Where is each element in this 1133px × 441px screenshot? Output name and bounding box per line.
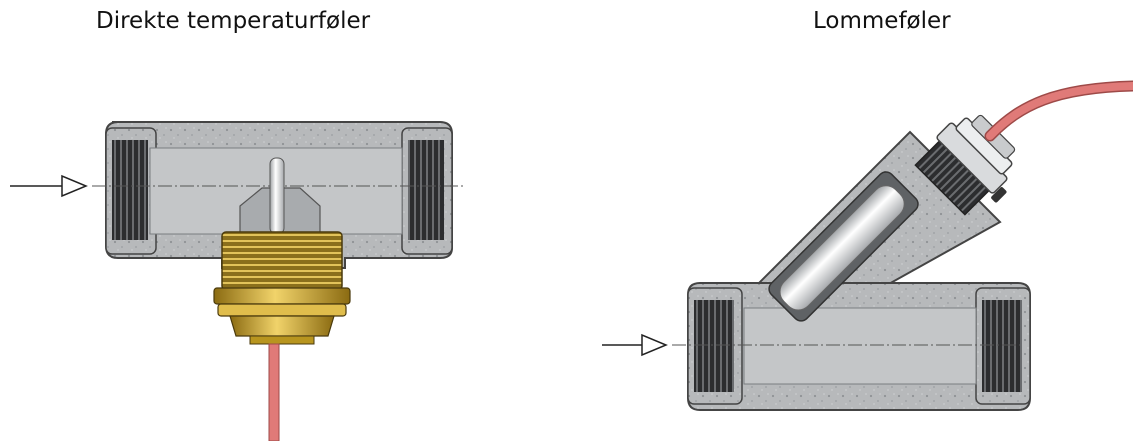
sensor-cable-core bbox=[986, 82, 1133, 140]
brass-gland bbox=[213, 231, 351, 345]
flow-arrow-icon bbox=[602, 333, 668, 357]
sensor-cable bbox=[268, 343, 280, 441]
title-pocket-sensor: Lommeføler bbox=[813, 8, 951, 34]
pipe-body bbox=[687, 282, 1031, 411]
immersion-pocket bbox=[768, 171, 919, 322]
title-direct-sensor: Direkte temperaturføler bbox=[96, 8, 371, 34]
pocket-sensor-figure bbox=[602, 80, 1133, 411]
probe-tip bbox=[269, 157, 285, 235]
direct-sensor-figure bbox=[10, 121, 465, 441]
flow-arrow-icon bbox=[10, 174, 88, 198]
